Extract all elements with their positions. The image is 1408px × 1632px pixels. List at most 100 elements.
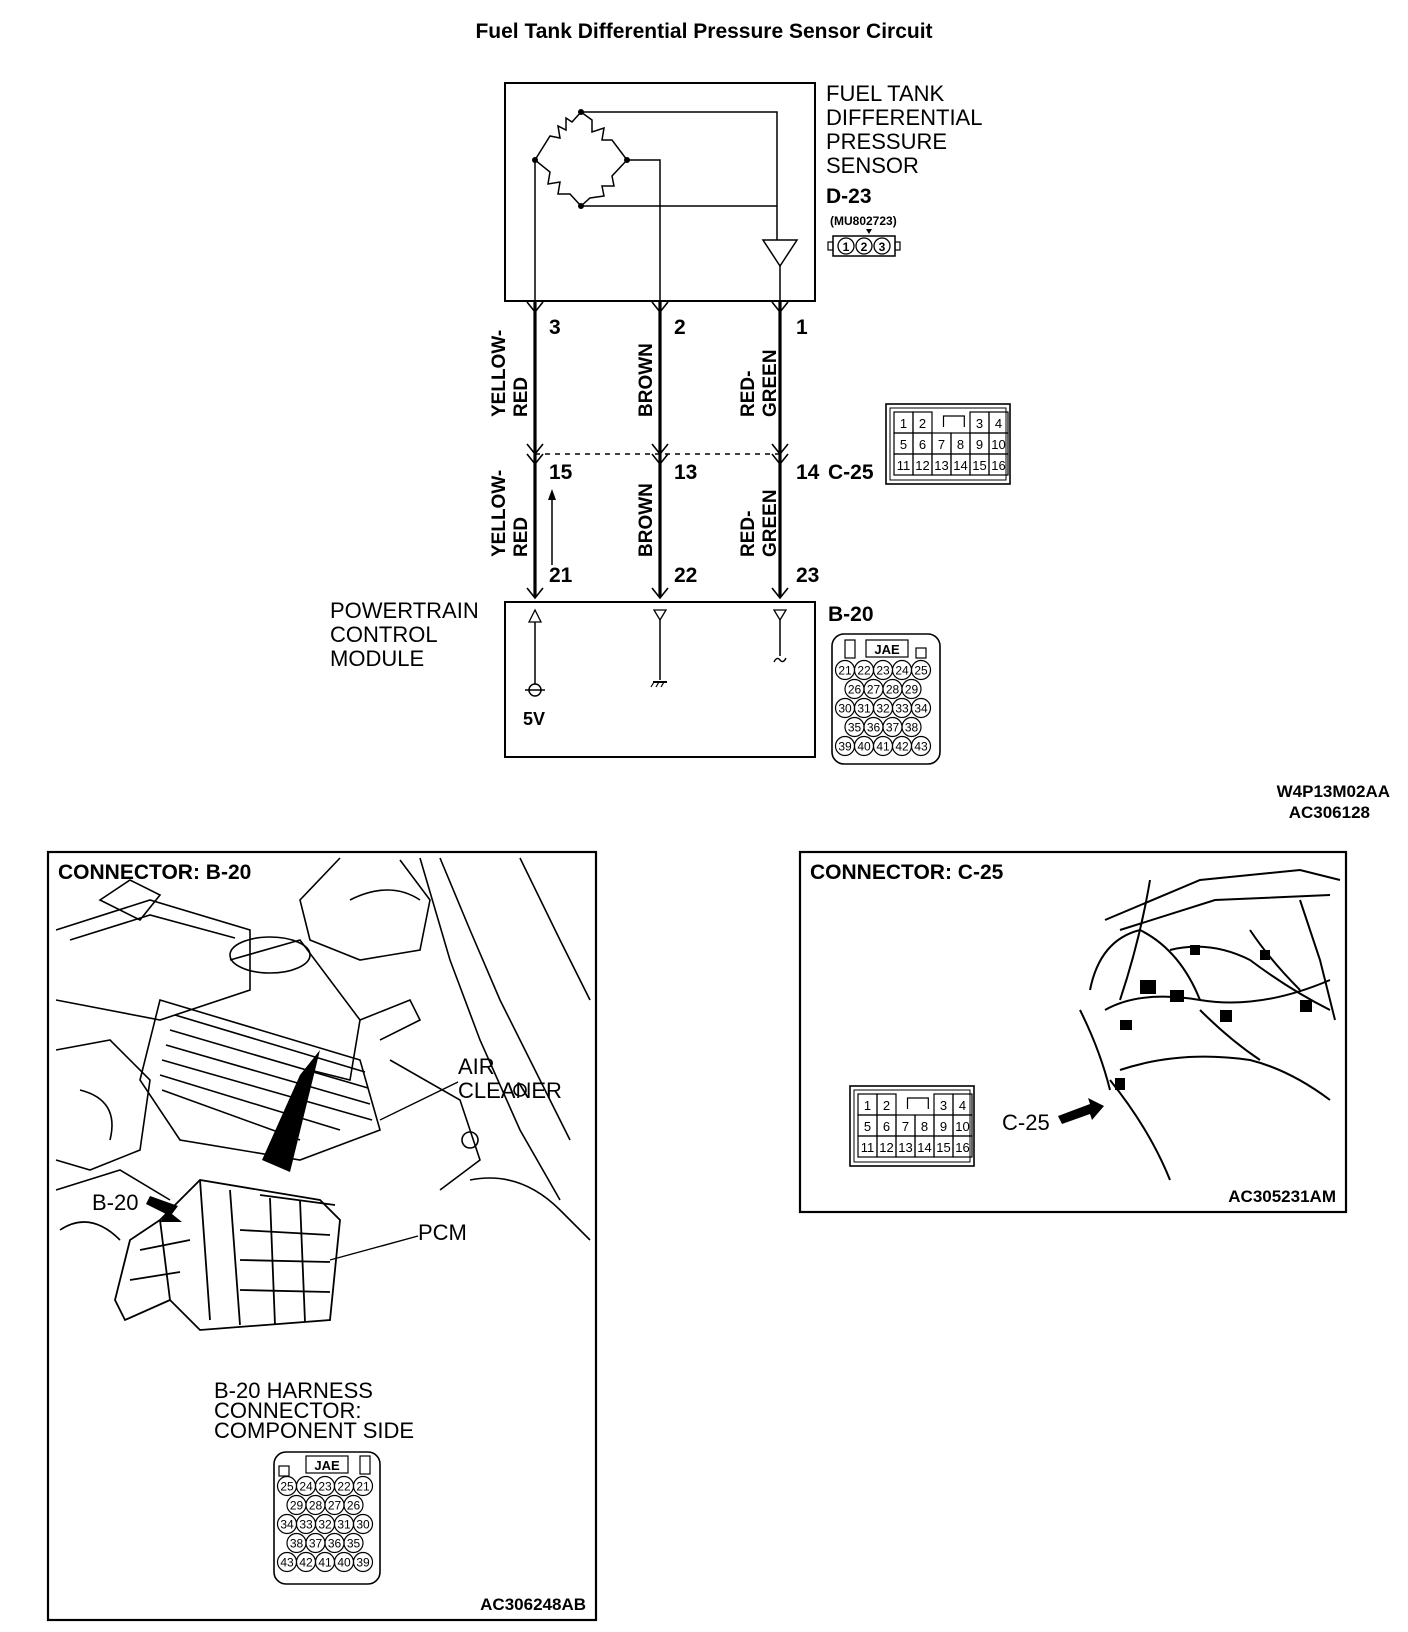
wire2-color-upper: BROWN — [636, 343, 657, 417]
pin-label: 41 — [318, 1555, 332, 1569]
pin-label: 4 — [995, 416, 1002, 431]
pin-label: 42 — [299, 1555, 313, 1569]
wire3-color-lower: RED- GREEN — [738, 489, 781, 557]
pin-label: 24 — [299, 1479, 313, 1493]
pin-label: 23 — [876, 663, 890, 677]
b20-panel-heading: CONNECTOR: B-20 — [58, 861, 251, 884]
pin-label: 14 — [953, 458, 967, 473]
pin-label: 10 — [955, 1119, 969, 1134]
pin-label: 12 — [915, 458, 929, 473]
pin-label: 5 — [900, 437, 907, 452]
pin-label: 11 — [861, 1140, 875, 1155]
pin-label: 27 — [867, 682, 881, 696]
pin-label: 8 — [957, 437, 964, 452]
b20-panel-code: AC306248AB — [480, 1595, 586, 1614]
diagram-title: Fuel Tank Differential Pressure Sensor C… — [475, 20, 932, 43]
pin-label: 33 — [299, 1517, 313, 1531]
sensor-part-number: (MU802723) — [830, 214, 897, 228]
pin-label: 9 — [940, 1119, 947, 1134]
pin-label: 21 — [356, 1479, 370, 1493]
pin-label: 36 — [867, 720, 881, 734]
pin-label: 30 — [838, 701, 852, 715]
pin-label: 8 — [921, 1119, 928, 1134]
engine-bay-illustration — [55, 857, 591, 1241]
pcm-illustration — [114, 1179, 341, 1331]
powertrain-control-module — [504, 601, 816, 758]
pin-label: 38 — [290, 1536, 304, 1550]
d23-pin-1: 1 — [843, 240, 850, 254]
b20-harness-caption: B-20 HARNESS CONNECTOR: COMPONENT SIDE — [214, 1378, 414, 1443]
pin-label: 34 — [914, 701, 928, 715]
pin-label: 22 — [337, 1479, 351, 1493]
pin-label: 1 — [864, 1098, 871, 1113]
pin-label: 38 — [905, 720, 919, 734]
pin-label: 25 — [914, 663, 928, 677]
b20-jae-label: JAE — [874, 642, 900, 657]
pin-label: 35 — [848, 720, 862, 734]
pcm-label: POWERTRAIN CONTROL MODULE — [330, 598, 485, 671]
pin-label: 31 — [857, 701, 871, 715]
pin-label: 2 — [883, 1098, 890, 1113]
wire1-sensor-pin: 3 — [549, 316, 561, 339]
pin-label: 41 — [876, 739, 890, 753]
pin-numbers: 3 2 1 15 13 14 21 22 23 — [549, 316, 820, 587]
pin-label: 23 — [318, 1479, 332, 1493]
pin-label: 21 — [838, 663, 852, 677]
pin-label: 34 — [280, 1517, 294, 1531]
pin-label: 15 — [936, 1140, 950, 1155]
dash-harness-illustration — [1079, 868, 1341, 1181]
pin-label: 37 — [309, 1536, 323, 1550]
b20-connector-face: JAE — [831, 633, 941, 765]
pin-label: 36 — [328, 1536, 342, 1550]
wire3-pcm-pin: 23 — [796, 564, 819, 587]
pin-label: 14 — [917, 1140, 931, 1155]
pcm-callout: PCM — [418, 1220, 467, 1245]
pin-label: 9 — [976, 437, 983, 452]
pin-label: 24 — [895, 663, 909, 677]
wire2-color-lower: BROWN — [636, 483, 657, 557]
c25-panel-code: AC305231AM — [1228, 1187, 1336, 1206]
sensor-label: FUEL TANK DIFFERENTIAL PRESSURE SENSOR — [826, 81, 988, 178]
b20-connector-id: B-20 — [828, 603, 874, 626]
wire1-pcm-pin: 21 — [549, 564, 573, 587]
pin-label: 40 — [337, 1555, 351, 1569]
wire3-sensor-pin: 1 — [796, 316, 808, 339]
pin-label: 6 — [883, 1119, 890, 1134]
pin-label: 40 — [857, 739, 871, 753]
c25-connector-face — [885, 403, 1011, 485]
pin-label: 2 — [919, 416, 926, 431]
c25-panel-heading: CONNECTOR: C-25 — [810, 861, 1004, 884]
fuel-tank-differential-pressure-sensor — [504, 82, 816, 302]
pin-label: 31 — [337, 1517, 351, 1531]
pin-label: 29 — [290, 1498, 304, 1512]
wire-color-labels: YELLOW- RED BROWN RED- GREEN YELLOW- RED… — [489, 330, 781, 557]
wire3-c25-pin: 14 — [796, 461, 820, 484]
b20-harness-jae-label: JAE — [314, 1458, 340, 1473]
c25-callout: C-25 — [1002, 1110, 1050, 1135]
pin-label: 35 — [347, 1536, 361, 1550]
ref-code-2: AC306128 — [1289, 803, 1370, 822]
wire2-sensor-pin: 2 — [674, 316, 686, 339]
pin-label: 37 — [886, 720, 900, 734]
pin-label: 5 — [864, 1119, 871, 1134]
wire1-c25-pin: 15 — [549, 461, 573, 484]
pin-label: 16 — [991, 458, 1005, 473]
b20-location-panel: CONNECTOR: B-20 — [46, 850, 598, 1622]
pin-label: 33 — [895, 701, 909, 715]
pin-label: 29 — [905, 682, 919, 696]
pin-label: 32 — [318, 1517, 332, 1531]
wire2-pcm-pin: 22 — [674, 564, 697, 587]
pin-label: 10 — [991, 437, 1005, 452]
pin-label: 32 — [876, 701, 890, 715]
sensor-connector-id: D-23 — [826, 185, 872, 208]
c25-connector-id: C-25 — [828, 461, 874, 484]
pin-label: 1 — [900, 416, 907, 431]
pin-label: 43 — [914, 739, 928, 753]
wire3-color-upper: RED- GREEN — [738, 349, 781, 417]
pin-label: 42 — [895, 739, 909, 753]
pin-label: 7 — [938, 437, 945, 452]
